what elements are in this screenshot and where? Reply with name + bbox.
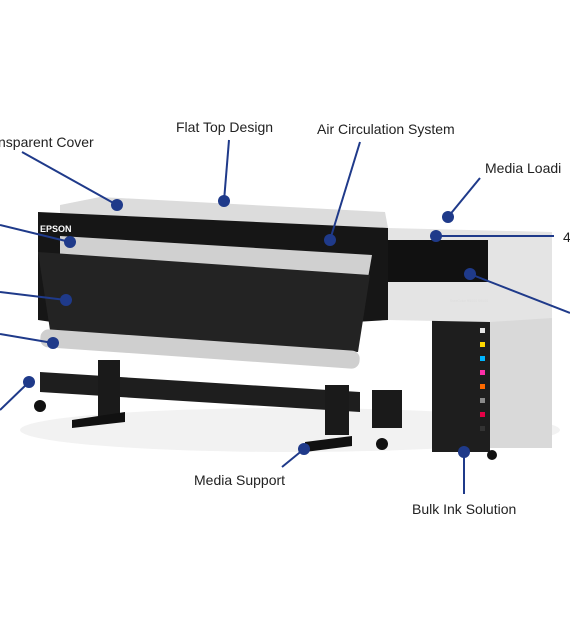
label-transparent-cover: nsparent Cover bbox=[0, 134, 94, 150]
line-left-d bbox=[0, 381, 30, 411]
dot-air-circulation bbox=[324, 234, 336, 246]
epson-logo: EPSON bbox=[40, 224, 72, 234]
line-left-a bbox=[0, 224, 71, 243]
foot-left bbox=[72, 412, 125, 428]
line-flat-top bbox=[223, 139, 230, 202]
dot-left-b bbox=[60, 294, 72, 306]
dot-transparent-cover bbox=[111, 199, 123, 211]
callout-lines bbox=[0, 139, 570, 494]
ink-indicators bbox=[480, 328, 485, 431]
line-air-circulation bbox=[329, 141, 361, 241]
front-feed-tray bbox=[38, 252, 370, 352]
transparent-cover bbox=[60, 236, 372, 278]
floor-shadow bbox=[20, 408, 560, 452]
dot-left-a bbox=[64, 236, 76, 248]
leg-right bbox=[372, 390, 402, 428]
dot-media-loading bbox=[442, 211, 454, 223]
media-support-base bbox=[40, 372, 360, 412]
callout-dots bbox=[23, 195, 476, 458]
media-roller bbox=[40, 329, 360, 369]
dot-4 bbox=[430, 230, 442, 242]
cabinet-side-panel bbox=[490, 310, 552, 448]
dot-right-edge bbox=[464, 268, 476, 280]
dot-bulk-ink bbox=[458, 446, 470, 458]
dot-left-c bbox=[47, 337, 59, 349]
foot-center bbox=[305, 436, 352, 452]
line-transparent-cover bbox=[21, 151, 118, 206]
caster-right bbox=[376, 438, 388, 450]
line-right-edge bbox=[469, 273, 570, 314]
leg-center bbox=[325, 385, 349, 435]
line-media-loading bbox=[447, 177, 481, 218]
line-left-c bbox=[0, 333, 54, 344]
label-media-support: Media Support bbox=[194, 472, 286, 488]
caster-cabinet bbox=[487, 450, 497, 460]
label-media-loading: Media Loadi bbox=[485, 160, 562, 176]
caster-left bbox=[34, 400, 46, 412]
label-4: 4 bbox=[563, 229, 570, 245]
dot-media-support bbox=[298, 443, 310, 455]
model-label: SureColor R5000 S9100 bbox=[450, 299, 488, 303]
label-air-circulation-system: Air Circulation System bbox=[317, 121, 455, 137]
line-left-b bbox=[0, 291, 67, 301]
label-flat-top-design: Flat Top Design bbox=[176, 119, 274, 135]
label-bulk-ink-solution: Bulk Ink Solution bbox=[412, 501, 517, 517]
leg-left bbox=[98, 360, 120, 418]
dot-flat-top bbox=[218, 195, 230, 207]
dot-left-d bbox=[23, 376, 35, 388]
